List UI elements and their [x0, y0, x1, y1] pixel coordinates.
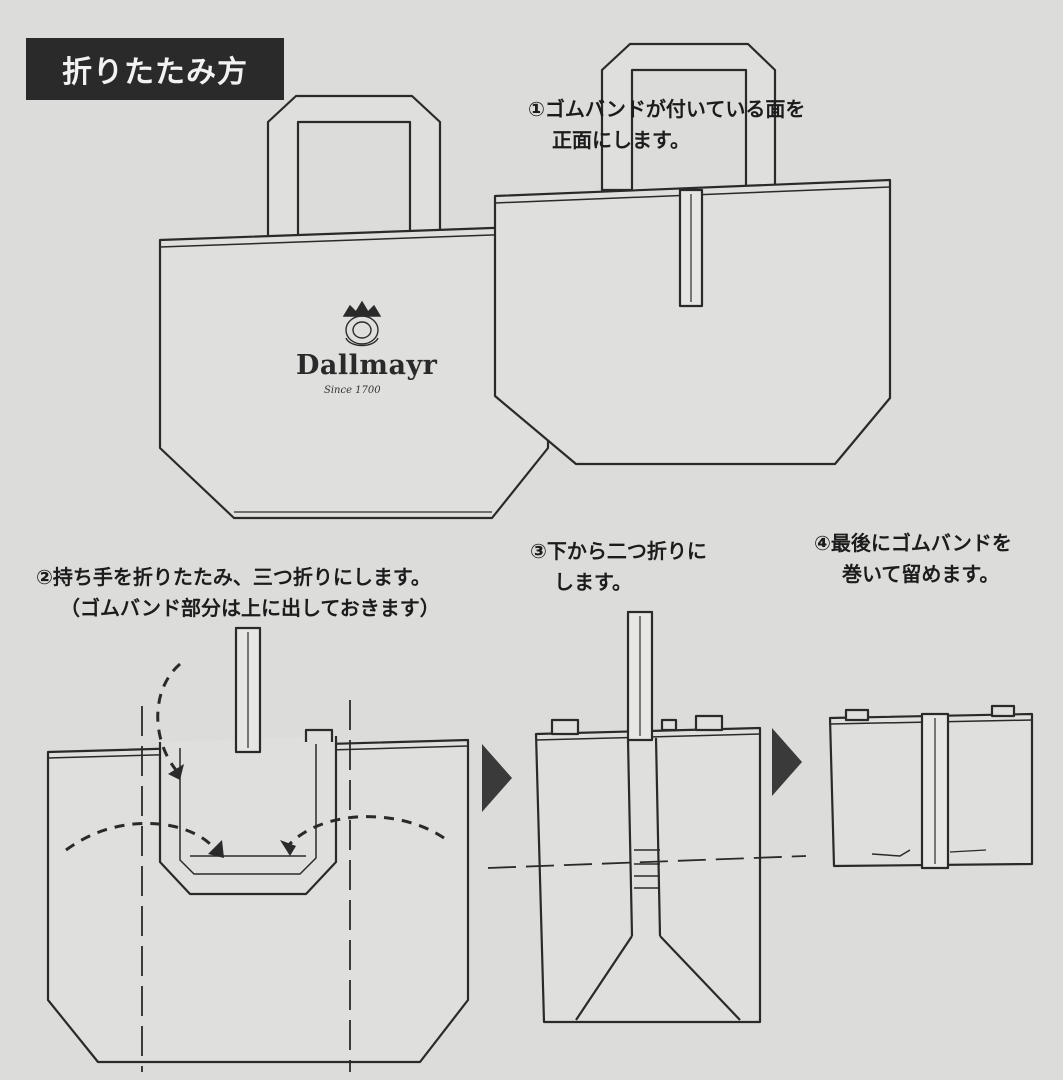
crown-crest-icon — [342, 300, 382, 347]
step3-half-fold-bag — [487, 610, 807, 1024]
right-arrow-icon — [482, 744, 512, 812]
bag2-body — [493, 178, 892, 466]
step3-instruction: ③下から二つ折りに します。 — [530, 536, 707, 598]
bag-front-with-logo — [158, 94, 550, 520]
step2-instruction: ②持ち手を折りたたみ、三つ折りにします。 （ゴムバンド部分は上に出しておきます） — [36, 562, 440, 624]
bag-back-with-band — [493, 42, 892, 466]
step4-instruction: ④最後にゴムバンドを 巻いて留めます。 — [814, 528, 1012, 590]
step1-line2: 正面にします。 — [552, 128, 690, 152]
step3-line1: ③下から二つ折りに — [530, 539, 707, 563]
step4-line2: 巻いて留めます。 — [842, 562, 1000, 586]
brand-tagline: Since 1700 — [324, 385, 381, 396]
step4-line1: ④最後にゴムバンドを — [814, 531, 1012, 555]
step4-finished-bag — [828, 704, 1034, 870]
step3-line2: します。 — [554, 570, 632, 594]
right-arrow-icon — [772, 728, 802, 796]
page-title: 折りたたみ方 — [26, 38, 284, 100]
brand-logo-text: Dallmayr — [296, 350, 438, 381]
step1-instruction: ①ゴムバンドが付いている面を 正面にします。 — [528, 94, 805, 156]
step2-trifold-bag — [46, 626, 470, 1072]
step2-line1: ②持ち手を折りたたみ、三つ折りにします。 — [36, 565, 431, 589]
step2-line2: （ゴムバンド部分は上に出しておきます） — [60, 596, 440, 620]
curved-fold-arrow-icon — [65, 662, 610, 909]
bag1-handle — [266, 94, 442, 244]
step1-line1: ①ゴムバンドが付いている面を — [528, 97, 806, 121]
